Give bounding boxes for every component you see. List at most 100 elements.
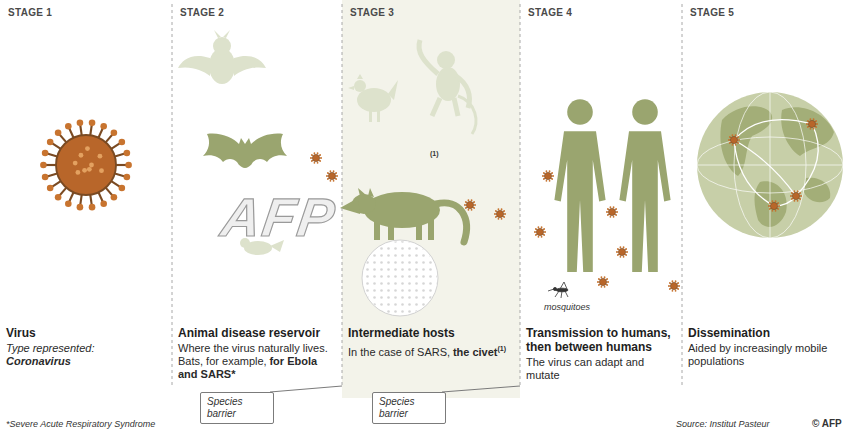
virus-icon: [310, 157, 312, 159]
mosquito-symbol: [548, 282, 568, 298]
virus-icon: [55, 194, 62, 201]
virus-icon: [542, 170, 554, 182]
stage-heading: STAGE 4: [528, 7, 572, 18]
virus-icon: [495, 210, 497, 212]
virus-icon: [675, 290, 677, 292]
virus-icon: [797, 190, 799, 192]
virus-icon: [672, 290, 674, 292]
virus-icon: [59, 188, 66, 196]
virus-icon: [330, 180, 332, 182]
owl-silhouette: [178, 30, 266, 84]
stage-heading: STAGE 3: [350, 7, 394, 18]
virus-icon: [116, 164, 127, 166]
virus-icon: [106, 134, 113, 142]
virus-icon: [77, 120, 84, 127]
virus-icon: [543, 172, 545, 174]
virus-icon: [538, 236, 540, 238]
copyright: © AFP: [812, 418, 842, 429]
virus-icon: [79, 153, 84, 158]
virus-icon: [310, 152, 322, 164]
human-silhouette: [567, 99, 593, 125]
virus-icon: [100, 200, 107, 207]
virus-icon: [678, 285, 680, 287]
stage-text: Intermediate hostsIn the case of SARS,th…: [348, 326, 514, 359]
virus-icon: [604, 276, 606, 278]
earth-globe: [734, 120, 812, 140]
virus-icon: [52, 143, 61, 149]
virus-icon: [115, 154, 125, 157]
virus-icon: [47, 154, 57, 157]
virus-icon: [40, 120, 132, 211]
human-silhouette: [632, 99, 658, 125]
description-text: the civet: [453, 346, 498, 358]
virus-icon: [616, 246, 628, 258]
civet-silhouette: [428, 218, 434, 240]
chicken-silhouette: [348, 74, 398, 100]
stage-title: Animal disease reservoir: [178, 326, 336, 340]
virus-icon: [80, 195, 81, 205]
civet-silhouette: [388, 220, 394, 240]
stage-text: Transmission to humans, then between hum…: [526, 326, 676, 382]
virus-icon: [503, 210, 505, 212]
globe-watermark: [362, 240, 438, 316]
human-silhouette: [554, 131, 605, 272]
virus-icon: [544, 231, 546, 233]
barrier-label: Species barrier: [207, 396, 267, 420]
virus-icon: [728, 139, 730, 141]
civet-silhouette: [436, 203, 466, 242]
virus-icon: [551, 172, 553, 174]
virus-icon: [729, 136, 731, 138]
virus-icon: [89, 163, 94, 168]
stage-column: STAGE 5DisseminationAided by increasingl…: [682, 0, 860, 396]
stage-title: Intermediate hosts: [348, 326, 514, 340]
virus-icon: [473, 201, 475, 203]
stage-heading: STAGE 2: [180, 7, 224, 18]
virus-icon: [90, 195, 91, 205]
virus-icon: [601, 286, 603, 288]
virus-icon: [471, 199, 473, 201]
virus-icon: [610, 206, 612, 208]
virus-icon: [549, 180, 551, 182]
owl-silhouette: [214, 30, 230, 38]
earth-globe: [770, 92, 771, 238]
virus-icon: [606, 284, 608, 286]
virus-icon: [327, 172, 329, 174]
virus-icon: [46, 164, 57, 166]
virus-icon: [471, 209, 473, 211]
animal-label: mosquitoes: [544, 302, 590, 312]
stage-column: STAGE 4 Transmission to humans, then betw…: [520, 0, 682, 396]
stage-heading: STAGE 5: [690, 7, 734, 18]
virus-icon: [494, 213, 496, 215]
virus-icon: [87, 167, 92, 172]
virus-icon: [675, 280, 677, 282]
description-text: (1): [498, 345, 507, 352]
virus-icon: [56, 135, 116, 195]
virus-icon: [777, 202, 779, 204]
virus-icon: [541, 236, 543, 238]
virus-icon: [607, 281, 609, 283]
stage-description: Where the virus naturally lives. Bats, f…: [178, 342, 336, 381]
owl-silhouette: [213, 37, 231, 55]
virus-icon: [772, 200, 774, 202]
source-note: Source: Institut Pasteur: [676, 419, 770, 429]
stage-description: The virus can adapt and mutate: [526, 356, 676, 382]
description-text: The virus can adapt and mutate: [526, 356, 644, 381]
virus-icon: [668, 280, 680, 292]
virus-icon: [623, 256, 625, 258]
virus-icon: [473, 207, 475, 209]
virus-icon: [314, 162, 316, 164]
virus-icon: [772, 210, 774, 212]
owl-silhouette: [178, 56, 210, 76]
stage-separator: [342, 4, 343, 386]
barrier-leader: [270, 386, 342, 392]
virus-icon: [535, 228, 537, 230]
virus-icon: [730, 136, 737, 143]
virus-icon: [620, 256, 622, 258]
virus-icon: [115, 173, 125, 176]
virus-icon: [778, 205, 780, 207]
virus-icon: [124, 174, 131, 181]
virus-icon: [543, 178, 545, 180]
virus-icon: [606, 278, 608, 280]
human-silhouette: [619, 131, 670, 272]
mosquito-symbol: [548, 282, 568, 298]
